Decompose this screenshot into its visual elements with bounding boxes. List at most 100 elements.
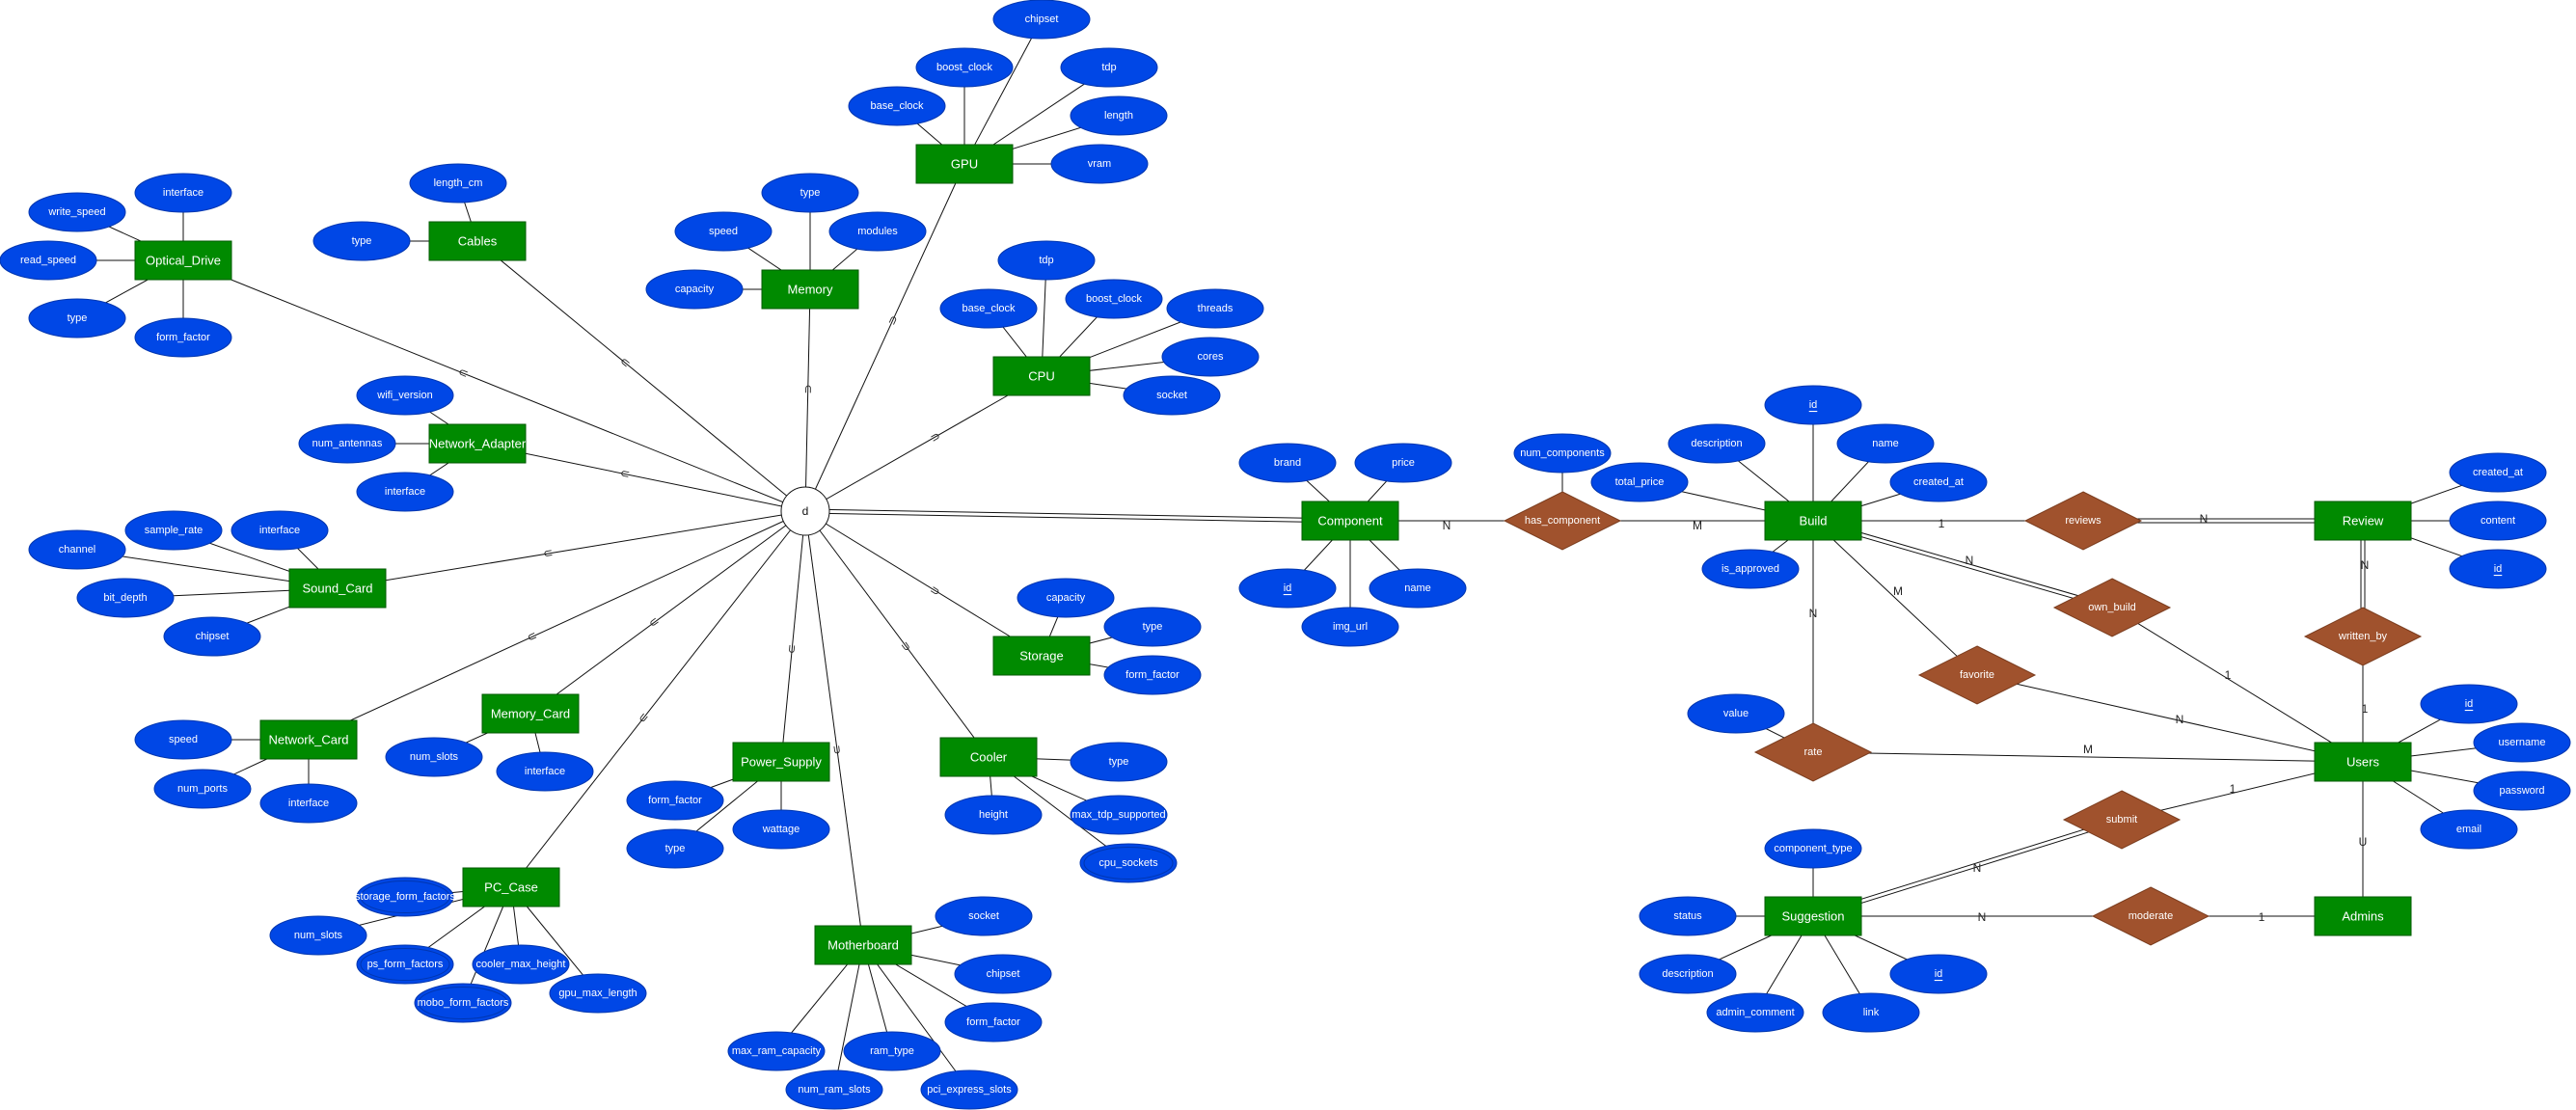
attribute-description[interactable]: description — [1639, 954, 1737, 994]
attribute-type[interactable]: type — [626, 828, 724, 869]
attribute-wattage[interactable]: wattage — [732, 809, 830, 850]
attribute-modules[interactable]: modules — [828, 211, 927, 252]
attribute-gpu-max-length[interactable]: gpu_max_length — [549, 973, 647, 1014]
entity-admins[interactable]: Admins — [2314, 896, 2412, 936]
attribute-num-slots[interactable]: num_slots — [269, 915, 367, 956]
attribute-tdp[interactable]: tdp — [997, 240, 1096, 281]
attribute-length[interactable]: length — [1070, 95, 1168, 136]
entity-build[interactable]: Build — [1764, 501, 1862, 541]
entity-suggestion[interactable]: Suggestion — [1764, 896, 1862, 936]
entity-memory-card[interactable]: Memory_Card — [481, 693, 580, 734]
attribute-type[interactable]: type — [1103, 607, 1202, 647]
attribute-name[interactable]: name — [1836, 423, 1935, 464]
attribute-form-factor[interactable]: form_factor — [944, 1002, 1043, 1042]
entity-review[interactable]: Review — [2314, 501, 2412, 541]
attribute-write-speed[interactable]: write_speed — [28, 192, 126, 232]
attribute-component-type[interactable]: component_type — [1764, 828, 1862, 869]
attribute-tdp[interactable]: tdp — [1060, 47, 1158, 88]
attribute-max-tdp-supported[interactable]: max_tdp_supported — [1070, 795, 1168, 835]
attribute-email[interactable]: email — [2420, 809, 2518, 850]
relationship-written-by[interactable]: written_by — [2303, 607, 2423, 666]
entity-network-adapter[interactable]: Network_Adapter — [428, 423, 527, 464]
attribute-threads[interactable]: threads — [1166, 288, 1264, 329]
relationship-submit[interactable]: submit — [2062, 790, 2182, 850]
attribute-id[interactable]: id — [1889, 954, 1988, 994]
entity-optical-drive[interactable]: Optical_Drive — [134, 240, 232, 281]
attribute-chipset[interactable]: chipset — [992, 0, 1091, 40]
attribute-sample-rate[interactable]: sample_rate — [124, 510, 223, 551]
attribute-interface[interactable]: interface — [230, 510, 329, 551]
attribute-cpu-sockets[interactable]: cpu_sockets — [1079, 843, 1178, 883]
entity-component[interactable]: Component — [1301, 501, 1399, 541]
attribute-interface[interactable]: interface — [496, 751, 594, 792]
relationship-reviews[interactable]: reviews — [2023, 491, 2143, 551]
attribute-channel[interactable]: channel — [28, 529, 126, 570]
attribute-wifi-version[interactable]: wifi_version — [356, 375, 454, 416]
attribute-brand[interactable]: brand — [1238, 443, 1337, 483]
attribute-status[interactable]: status — [1639, 896, 1737, 936]
attribute-num-ports[interactable]: num_ports — [153, 769, 252, 809]
attribute-type[interactable]: type — [761, 173, 859, 213]
attribute-capacity[interactable]: capacity — [645, 269, 744, 310]
attribute-base-clock[interactable]: base_clock — [939, 288, 1038, 329]
attribute-created-at[interactable]: created_at — [1889, 462, 1988, 502]
relationship-rate[interactable]: rate — [1753, 722, 1873, 782]
attribute-boost-clock[interactable]: boost_clock — [1065, 279, 1163, 319]
attribute-num-components[interactable]: num_components — [1513, 433, 1612, 474]
entity-gpu[interactable]: GPU — [915, 144, 1014, 184]
entity-network-card[interactable]: Network_Card — [259, 719, 358, 760]
attribute-form-factor[interactable]: form_factor — [134, 317, 232, 358]
attribute-capacity[interactable]: capacity — [1017, 578, 1115, 618]
attribute-form-factor[interactable]: form_factor — [1103, 655, 1202, 695]
attribute-pci-express-slots[interactable]: pci_express_slots — [920, 1069, 1018, 1110]
attribute-type[interactable]: type — [28, 298, 126, 338]
attribute-value[interactable]: value — [1687, 693, 1785, 734]
attribute-max-ram-capacity[interactable]: max_ram_capacity — [727, 1031, 826, 1071]
attribute-id[interactable]: id — [1238, 568, 1337, 609]
attribute-vram[interactable]: vram — [1050, 144, 1149, 184]
entity-cooler[interactable]: Cooler — [939, 737, 1038, 777]
entity-motherboard[interactable]: Motherboard — [814, 925, 912, 965]
attribute-socket[interactable]: socket — [1123, 375, 1221, 416]
attribute-cores[interactable]: cores — [1161, 337, 1260, 377]
attribute-password[interactable]: password — [2473, 771, 2571, 811]
attribute-height[interactable]: height — [944, 795, 1043, 835]
attribute-interface[interactable]: interface — [259, 783, 358, 824]
attribute-type[interactable]: type — [1070, 742, 1168, 782]
attribute-boost-clock[interactable]: boost_clock — [915, 47, 1014, 88]
attribute-read-speed[interactable]: read_speed — [0, 240, 97, 281]
attribute-storage-form-factors[interactable]: storage_form_factors — [355, 877, 455, 917]
entity-pc-case[interactable]: PC_Case — [462, 867, 560, 907]
relationship-favorite[interactable]: favorite — [1917, 645, 2037, 705]
attribute-username[interactable]: username — [2473, 722, 2571, 763]
entity-users[interactable]: Users — [2314, 742, 2412, 782]
attribute-is-approved[interactable]: is_approved — [1701, 549, 1800, 589]
entity-cables[interactable]: Cables — [428, 221, 527, 261]
attribute-id[interactable]: id — [2420, 684, 2518, 724]
attribute-speed[interactable]: speed — [674, 211, 773, 252]
attribute-ram-type[interactable]: ram_type — [843, 1031, 941, 1071]
attribute-num-antennas[interactable]: num_antennas — [298, 423, 396, 464]
entity-sound-card[interactable]: Sound_Card — [288, 568, 387, 609]
attribute-price[interactable]: price — [1354, 443, 1452, 483]
relationship-own-build[interactable]: own_build — [2052, 578, 2172, 637]
relationship-has-component[interactable]: has_component — [1503, 491, 1622, 551]
attribute-img-url[interactable]: img_url — [1301, 607, 1399, 647]
attribute-ps-form-factors[interactable]: ps_form_factors — [356, 944, 454, 985]
entity-storage[interactable]: Storage — [992, 636, 1091, 676]
attribute-type[interactable]: type — [312, 221, 411, 261]
relationship-moderate[interactable]: moderate — [2091, 886, 2210, 946]
attribute-admin-comment[interactable]: admin_comment — [1706, 992, 1804, 1033]
attribute-description[interactable]: description — [1668, 423, 1766, 464]
attribute-content[interactable]: content — [2449, 501, 2547, 541]
attribute-length-cm[interactable]: length_cm — [409, 163, 507, 203]
attribute-speed[interactable]: speed — [134, 719, 232, 760]
entity-memory[interactable]: Memory — [761, 269, 859, 310]
entity-cpu[interactable]: CPU — [992, 356, 1091, 396]
attribute-chipset[interactable]: chipset — [954, 954, 1052, 994]
attribute-id[interactable]: id — [2449, 549, 2547, 589]
attribute-interface[interactable]: interface — [134, 173, 232, 213]
attribute-total-price[interactable]: total_price — [1590, 462, 1689, 502]
attribute-form-factor[interactable]: form_factor — [626, 780, 724, 821]
attribute-num-ram-slots[interactable]: num_ram_slots — [785, 1069, 883, 1110]
